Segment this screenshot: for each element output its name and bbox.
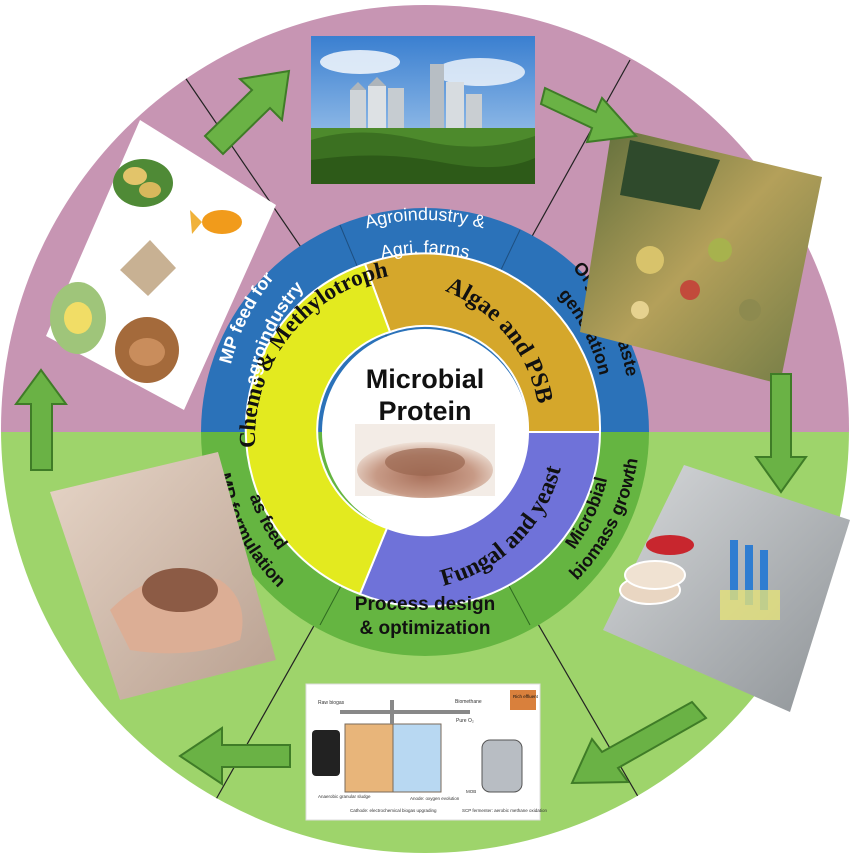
mob-label: MOB: [466, 789, 476, 794]
cathode-label: Cathode: electrochemical biogas upgradin…: [350, 808, 437, 813]
agroindustry-photo: [311, 36, 535, 184]
center-title-line2: Protein: [378, 396, 471, 426]
chemo-methylotrophs-sector: [244, 262, 392, 596]
algae-psb-sector: [363, 252, 602, 433]
arrow-to-mp-formulation: [178, 726, 291, 786]
anaerobic-sludge-label: Anaerobic granular sludge: [318, 794, 371, 799]
arrow-to-mp-feed: [14, 368, 68, 471]
protein-powder-icon: [355, 424, 495, 498]
arrow-to-organic-waste: [539, 86, 639, 144]
biomethane-label: Biomethane: [455, 699, 482, 705]
arrow-to-process-design: [570, 700, 708, 785]
process-design-label-line2: & optimization: [360, 618, 491, 639]
scp-fermenter-label: SCP fermenter: aerobic methane oxidation: [462, 808, 547, 813]
reactor-icon: [312, 690, 536, 793]
process-design-label-line1: Process design: [355, 594, 495, 615]
petri-dish-icon: [619, 535, 694, 605]
center-title-line1: Microbial: [366, 364, 485, 394]
anode-label: Anode: oxygen evolution: [410, 796, 460, 801]
hands-icon: [110, 568, 243, 654]
fish-icon: [190, 210, 242, 234]
fungal-yeast-sector: [358, 431, 602, 608]
arrow-to-biomass-growth: [754, 373, 808, 494]
raw-biogas-label: Raw biogas: [318, 700, 345, 706]
feed-pellet-icon: [120, 240, 176, 296]
hands-powder-photo: [50, 452, 276, 700]
pure-o2-label: Pure O₂: [456, 718, 474, 724]
organic-waste-photo: [580, 127, 822, 384]
lab-petri-photo: [603, 465, 850, 712]
process-schematic-panel: Raw biogas Biomethane Pure O₂ Rich efflu…: [305, 683, 547, 821]
animal-feed-photo: [46, 120, 276, 410]
pig-icon: [115, 317, 179, 383]
arrow-icon: [14, 69, 808, 786]
silo-icon: [350, 64, 482, 136]
rich-effluent-label: Rich effluent: [513, 694, 539, 699]
arrow-to-agroindustry: [203, 69, 291, 156]
chick-icon: [50, 159, 173, 354]
